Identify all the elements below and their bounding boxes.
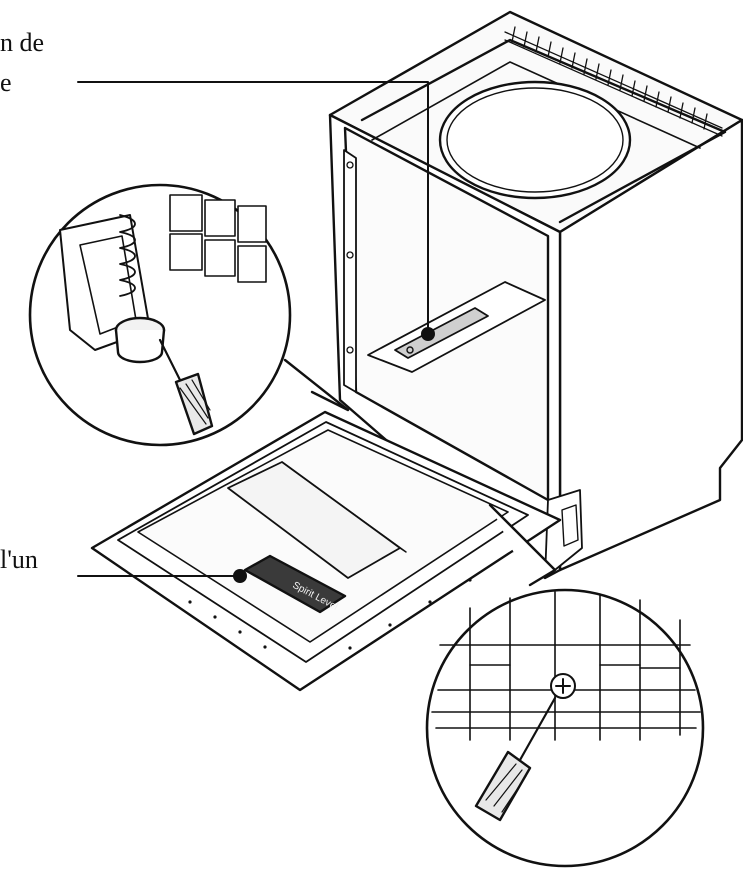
- magnifier-door-screw: [425, 503, 705, 868]
- callout-leaders: [77, 81, 435, 583]
- magnifier-foot-adjust: [28, 183, 350, 447]
- callout-bottom-label: l'un: [0, 545, 38, 574]
- callout-top-label-line2: e: [0, 68, 12, 97]
- callout-top-label-line1: n de: [0, 28, 45, 57]
- dishwasher-door: Spirit Level: [90, 410, 562, 692]
- dishwasher-cabinet: [328, 10, 743, 580]
